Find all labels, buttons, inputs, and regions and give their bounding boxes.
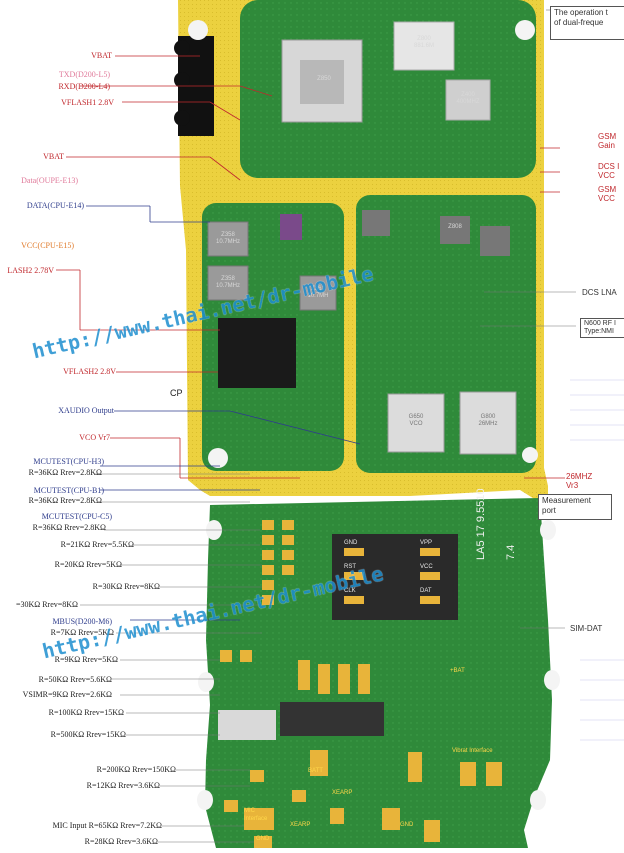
chip-z358-b: Z358 10.7MHz	[215, 276, 240, 289]
z361-chip	[299, 275, 337, 311]
label-mcutest-2: MCUTEST(CPU-B1)	[33, 486, 104, 495]
note-line-2: of dual-freque	[554, 18, 604, 27]
right-chip-1	[362, 210, 390, 236]
z358a-chip	[207, 221, 249, 257]
note-line-1: The operation t	[554, 8, 608, 17]
label-data-oupe: Data(OUPE-E13)	[21, 176, 78, 185]
lower-green-board	[205, 498, 552, 848]
pad-label-rst: RST	[344, 564, 356, 570]
mounting-holes	[188, 20, 560, 810]
label-mic-input: MIC Input R=65KΩ Rrev=7.2KΩ	[52, 821, 162, 830]
label-r12: R=12KΩ Rrev=3.6KΩ	[86, 781, 160, 790]
label-mcutest-3: MCUTEST(CPU-C5)	[41, 512, 112, 521]
right-chip-2	[440, 216, 470, 244]
gold-test-pads	[220, 520, 502, 848]
label-vbat-2: VBAT	[43, 152, 64, 161]
label-r50: R=50KΩ Rrev=5.6KΩ	[38, 675, 112, 684]
label-r500: R=500KΩ Rrev=15KΩ	[50, 730, 126, 739]
label-r28: R=28KΩ Rrev=3.6KΩ	[84, 837, 158, 846]
grey-leader-lines	[80, 9, 576, 843]
label-sim-dat: SIM-DAT	[570, 624, 603, 633]
measurement-port-label: Measurement port	[538, 494, 612, 520]
pad-label-vibrat: Vibrat Interface	[452, 748, 493, 754]
label-vsimr: VSIMR=9KΩ Rrev=2.6KΩ	[22, 690, 112, 699]
label-xaudio: XAUDIO Output	[58, 406, 114, 415]
label-txd: TXD(D200-L5)	[58, 70, 110, 79]
z800-can	[393, 21, 455, 71]
g800-can	[459, 391, 517, 455]
chip-g650: G650 VCO	[408, 414, 424, 427]
label-data-cpu: DATA(CPU-E14)	[26, 201, 84, 210]
pad-label-clk: CLK	[344, 588, 356, 594]
chip-g800: G800 26MHz	[478, 414, 498, 427]
red-leader-lines	[56, 55, 565, 479]
label-rxd: RXD(D200-L4)	[58, 82, 110, 91]
label-r20: R=20KΩ Rrev=5KΩ	[54, 560, 122, 569]
pad-label-batt: BATT	[308, 768, 323, 774]
right-fine-lines	[570, 379, 624, 741]
qfp-chip	[218, 318, 296, 388]
pad-label-vcc: VCC	[420, 564, 433, 570]
label-r36-a: R=36KΩ Rrev=2.8KΩ	[28, 468, 102, 477]
chip-z808: Z808	[448, 224, 462, 230]
blue-leader-lines	[86, 205, 361, 621]
label-r200: R=200KΩ Rrev=150KΩ	[96, 765, 176, 774]
z358b-chip	[207, 265, 249, 301]
g650-can	[387, 393, 445, 453]
board-silkscreen-2: 7.4	[505, 544, 517, 560]
label-r9: R=9KΩ Rrev=5KΩ	[54, 655, 118, 664]
label-r100: R=100KΩ Rrev=15KΩ	[48, 708, 124, 717]
label-r7: R=7KΩ Rrev=5KΩ	[50, 628, 114, 637]
chip-z361: Z361 10.7MH	[307, 286, 329, 299]
z400-can	[445, 79, 491, 121]
small-purple-chip	[280, 214, 302, 240]
label-vcc: VCC(CPU-E15)	[21, 241, 74, 250]
pad-label-gnd: GND	[344, 540, 358, 546]
label-vco-vr7: VCO Vr7	[79, 433, 110, 442]
cp-label: CP	[170, 388, 183, 398]
pad-label-gnd-2: GND	[256, 836, 270, 842]
pad-label-mic: MIC	[244, 808, 255, 814]
right-chip-3	[480, 226, 510, 256]
label-dcs-lna: DCS LNA	[582, 288, 617, 297]
chip-z358-a: Z358 10.7MHz	[215, 232, 240, 245]
label-r30-b: R=30KΩ Rrev=8KΩ	[92, 582, 160, 591]
pad-label-dat: DAT	[420, 588, 432, 594]
chip-z800: Z800 881.6M	[413, 36, 434, 49]
pad-label-interface: Interface	[244, 816, 268, 822]
bottom-connector	[280, 702, 384, 736]
label-mbus: MBUS(D200-M6)	[52, 617, 112, 626]
label-r30-a: =30KΩ Rrev=8KΩ	[15, 600, 78, 609]
pad-label-xearp-2: XEARP	[332, 790, 353, 796]
label-vbat: VBAT	[91, 51, 112, 60]
label-r36-c: R=36KΩ Rrev=2.8KΩ	[32, 523, 106, 532]
pad-label-xearp: XEARP	[290, 822, 311, 828]
label-vflash1: VFLASH1 2.8V	[61, 98, 114, 107]
chip-z400: Z400 400MHZ	[456, 92, 480, 105]
operation-note: The operation t of dual-freque	[550, 6, 624, 40]
board-silkscreen: LA5 17 9.5510	[475, 488, 487, 560]
pad-label-gnd-3: GND	[400, 822, 414, 828]
label-vflash2: VFLASH2 2.8V	[63, 367, 116, 376]
label-mcutest-1: MCUTEST(CPU-H3)	[33, 457, 104, 466]
pad-label-vpp: VPP	[420, 540, 433, 546]
label-sticker	[218, 710, 276, 740]
label-r21: R=21KΩ Rrev=5.5KΩ	[60, 540, 134, 549]
pad-label-plus-bat: +BAT	[450, 668, 465, 674]
chip-z850: Z850	[317, 76, 331, 82]
label-r36-b: R=36KΩ Rrev=2.8KΩ	[28, 496, 102, 505]
label-flash2: LASH2 2.78V	[7, 266, 54, 275]
